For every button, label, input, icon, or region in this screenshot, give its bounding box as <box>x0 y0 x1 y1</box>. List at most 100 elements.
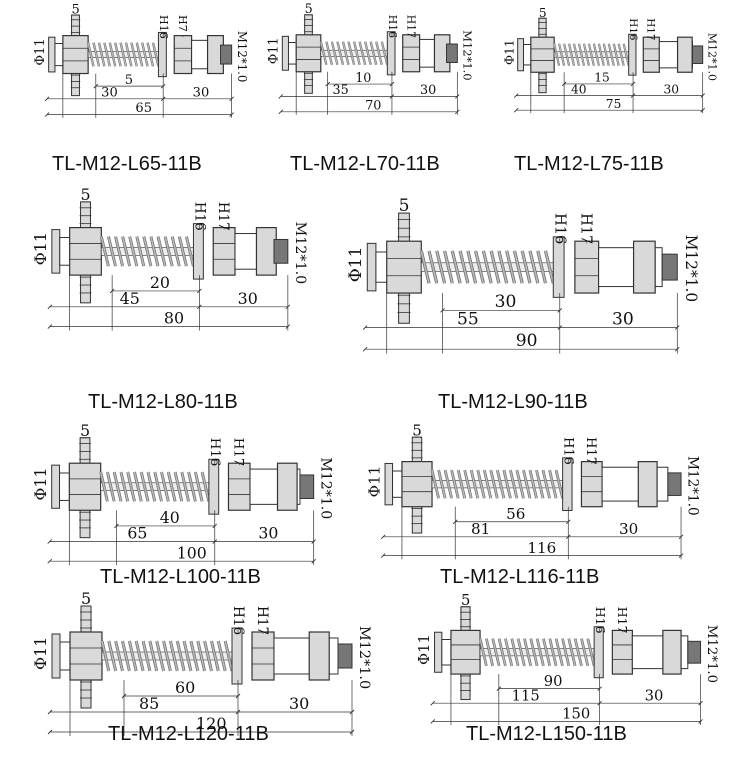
thread-size-label: M12*1.0 <box>235 31 249 83</box>
dim-value: 100 <box>177 543 207 562</box>
nut-h17-label: H17 <box>645 18 657 40</box>
model-caption: TL-M12-L80-11B <box>88 391 238 413</box>
model-caption: TL-M12-L90-11B <box>438 391 588 413</box>
hex-body <box>295 34 322 73</box>
nut-h16-label: H16 <box>561 437 576 465</box>
nut-h17-label: H17 <box>254 606 270 635</box>
end-cap <box>220 44 233 65</box>
shaft <box>431 480 563 489</box>
dim-value: 75 <box>606 97 622 111</box>
port-size-label: 5 <box>81 185 91 204</box>
washer <box>208 458 220 515</box>
hex-nut <box>662 629 682 675</box>
thread-size-label: M12*1.0 <box>318 457 334 519</box>
diameter-label: Φ11 <box>31 468 50 501</box>
hex-body <box>530 36 555 73</box>
dim-value: 56 <box>506 505 525 523</box>
hex-body <box>69 631 103 681</box>
diameter-label: Φ11 <box>31 637 50 670</box>
hex-nut <box>255 227 277 276</box>
nut-h16-label: H16 <box>207 438 222 467</box>
dim-value: 35 <box>333 83 349 98</box>
diameter-label: Φ11 <box>267 37 282 64</box>
end-cap <box>299 474 315 499</box>
hex-body <box>68 462 102 511</box>
dim-value: 30 <box>420 83 436 98</box>
dim-value: 85 <box>139 694 159 713</box>
model-caption: TL-M12-L116-11B <box>440 566 599 588</box>
dim-value: 150 <box>562 706 590 723</box>
end-cap <box>691 45 704 64</box>
nut-h17-label: H17 <box>404 15 417 38</box>
dim-value: 90 <box>544 673 563 690</box>
nut-h17-label: H17 <box>615 607 630 634</box>
hex-nut <box>308 631 330 681</box>
thread-size-label: M12*1.0 <box>292 222 308 285</box>
cup-flange <box>51 633 61 679</box>
port-size-label: 5 <box>412 421 422 439</box>
thread-size-label: M12*1.0 <box>704 625 719 683</box>
lock-nut <box>173 34 193 75</box>
dim-value: 15 <box>594 71 610 85</box>
dim-value: 60 <box>175 678 195 697</box>
diameter-label: Φ11 <box>502 39 516 65</box>
nut-h16-label: H16 <box>157 15 170 39</box>
cup-flange <box>434 631 443 673</box>
washer <box>231 627 243 685</box>
washer <box>552 236 565 298</box>
dim-value: 30 <box>193 85 210 100</box>
hex-body <box>69 227 102 276</box>
dim-value: 115 <box>512 687 540 704</box>
washer <box>562 457 573 511</box>
port-size-label: 5 <box>399 196 410 216</box>
dim-value: 116 <box>527 539 556 557</box>
nut-h16-label: H16 <box>386 15 399 38</box>
port-size-label: 5 <box>461 592 470 609</box>
nut-h17-label: H7 <box>176 15 189 32</box>
dim-value: 30 <box>663 82 679 96</box>
cup-flange <box>51 464 61 509</box>
thread-size-label: M12*1.0 <box>356 626 372 689</box>
lock-nut <box>574 240 600 294</box>
port-size-label: 5 <box>81 589 91 608</box>
washer <box>157 31 167 78</box>
port-size-label: 5 <box>80 421 90 440</box>
dim-value: 120 <box>196 714 227 733</box>
cup-flange <box>366 242 377 292</box>
model-caption: TL-M12-L65-11B <box>52 153 202 175</box>
nut-h17-label: H17 <box>577 213 594 244</box>
thread-size-label: M12*1.0 <box>682 235 700 303</box>
model-caption: TL-M12-L75-11B <box>514 153 664 175</box>
cup-flange <box>384 462 394 506</box>
dim-value: 30 <box>238 289 258 308</box>
nut-h16-label: H16 <box>191 202 207 231</box>
diameter-label: Φ11 <box>416 634 433 665</box>
dim-value: 5 <box>125 73 133 88</box>
model-caption: TL-M12-L120-11B <box>108 723 269 745</box>
dim-value: 30 <box>495 292 517 312</box>
lock-nut <box>227 462 251 511</box>
dim-value: 30 <box>645 687 664 704</box>
dim-value: 80 <box>164 309 184 328</box>
dim-value: 65 <box>127 524 147 543</box>
cup-flange <box>51 229 61 274</box>
hex-body <box>401 461 433 508</box>
dim-value: 20 <box>150 273 170 292</box>
dim-value: 40 <box>160 508 180 527</box>
dim-value: 90 <box>516 331 538 351</box>
model-caption: TL-M12-L70-11B <box>290 153 440 175</box>
nut-h17-label: H17 <box>215 202 231 231</box>
nut-h16-label: H16 <box>593 607 608 634</box>
nut-h17-label: H17 <box>230 438 245 467</box>
dim-value: 30 <box>612 309 634 329</box>
thread-size-label: M12*1.0 <box>460 30 474 80</box>
